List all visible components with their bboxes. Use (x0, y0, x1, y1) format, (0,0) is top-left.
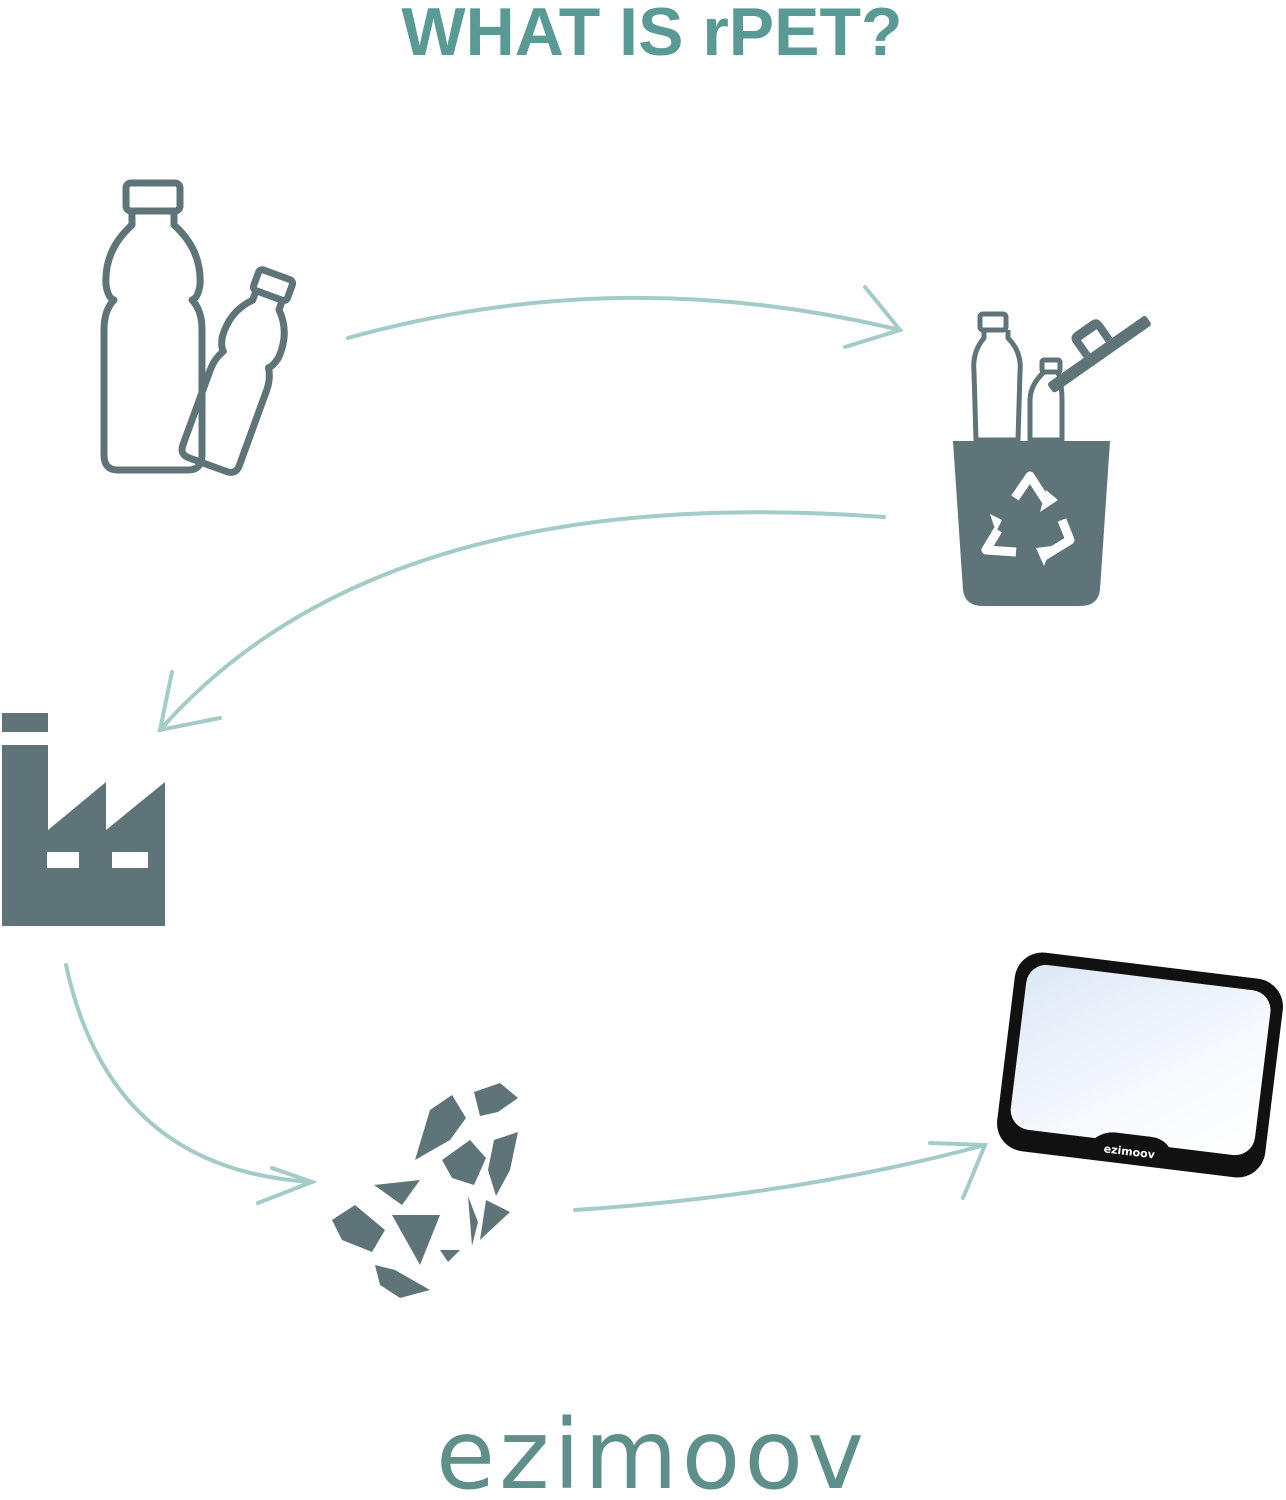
arrow-flakes-to-mirror (573, 1141, 988, 1212)
recycle-symbol-icon (981, 471, 1075, 560)
mirror-brand-label: ezimoov (1103, 1142, 1156, 1161)
plastic-bottles-icon (100, 179, 297, 476)
recycling-bin-icon (953, 311, 1151, 606)
plastic-flakes-icon (332, 1083, 518, 1298)
arrow-bin-to-factory (157, 510, 886, 733)
factory-icon (2, 713, 165, 926)
page-title: WHAT IS rPET? (401, 0, 902, 70)
brand-logo: ezimoov (436, 1399, 868, 1500)
baby-mirror-product: ezimoov (997, 952, 1283, 1178)
flow-arrows (64, 285, 988, 1212)
arrow-bottles-to-bin (346, 285, 904, 349)
arrow-factory-to-flakes (64, 963, 318, 1205)
